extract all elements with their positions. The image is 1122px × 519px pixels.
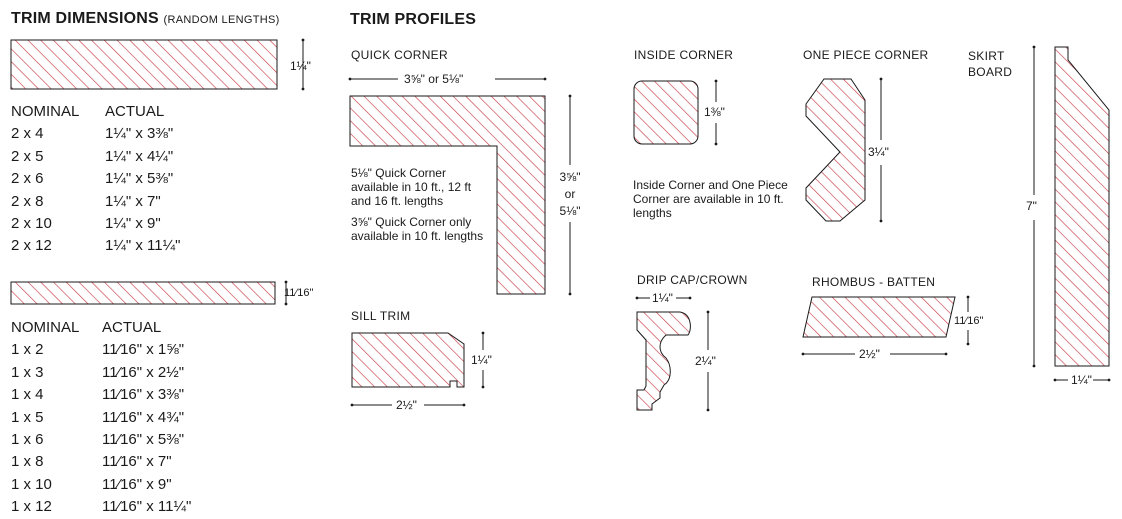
skirt-board-label-line1: SKIRT [968,49,1005,63]
inside-corner-size-label: 1⅜" [704,105,725,119]
inside-corner-label: INSIDE CORNER [634,48,734,62]
quick-corner-note-3-5-8: 3⅝" Quick Corner only available in 10 ft… [351,215,484,243]
inside-corner-note: Inside Corner and One Piece Corner are a… [633,178,788,220]
actual-cell: 11⁄16" x 9" [102,475,172,493]
table-row: 2 x 5 1¼" x 4¼" [11,146,271,168]
one-piece-corner-profile [805,78,866,222]
skirt-board-label-line2: BOARD [968,65,1013,79]
nominal-cell: 2 x 6 [11,170,44,188]
table-2x: NOMINAL ACTUAL 2 x 4 1¼" x 3⅜" 2 x 5 1¼" x… [11,101,271,258]
trim-profiles-title: TRIM PROFILES [350,11,477,28]
actual-cell: 11⁄16" x 3⅜" [102,386,185,404]
actual-cell: 1¼" x 3⅜" [105,125,174,143]
quick-corner-width-label: 3⅝" or 5⅛" [404,72,464,86]
header-nominal: NOMINAL [11,319,80,336]
nominal-cell: 1 x 4 [11,386,44,404]
quick-corner-note-5-1-8: 5⅛" Quick Corner available in 10 ft., 12… [351,166,472,208]
nominal-cell: 1 x 8 [11,453,44,471]
rhombus-height-label: 11⁄16" [954,315,984,327]
skirt-board-profile [1054,46,1110,367]
board-1x-thickness-label: 11⁄16" [284,287,314,299]
drip-cap-height-label: 2¼" [695,354,716,368]
quick-corner-height-line2: or [564,187,576,201]
table-row: 2 x 4 1¼" x 3⅜" [11,123,271,145]
board-2x-profile [10,39,278,90]
table-row: 1 x 3 11⁄16" x 2½" [11,362,271,384]
sill-trim-label: SILL TRIM [351,309,411,323]
actual-cell: 11⁄16" x 7" [102,453,172,471]
nominal-cell: 1 x 12 [11,498,52,516]
sill-trim-height-label: 1¼" [471,353,492,367]
actual-cell: 11⁄16" x 5⅜" [102,430,185,448]
sill-trim-profile [351,332,465,388]
trim-dimensions-title: TRIM DIMENSIONS [11,10,159,27]
table-1x: NOMINAL ACTUAL 1 x 2 11⁄16" x 1⅝" 1 x 3 11… [11,317,271,519]
table-row: 1 x 12 11⁄16" x 11¼" [11,496,271,518]
table-row: 1 x 5 11⁄16" x 4¾" [11,407,271,429]
table-row: 1 x 4 11⁄16" x 3⅜" [11,384,271,406]
drip-cap-width-label: 1¼" [652,291,673,305]
table-row: 2 x 6 1¼" x 5⅜" [11,168,271,190]
skirt-board-height-label: 7" [1026,199,1037,213]
quick-corner-height-line1: 3⅝" [559,170,581,184]
board-1x-profile [10,281,276,305]
actual-cell: 11⁄16" x 1⅝" [102,341,185,359]
one-piece-corner-label: ONE PIECE CORNER [803,48,929,62]
trim-dimensions-subtitle: (RANDOM LENGTHS) [163,14,280,26]
table-row: 1 x 6 11⁄16" x 5⅜" [11,429,271,451]
table-row: 1 x 8 11⁄16" x 7" [11,451,271,473]
actual-cell: 11⁄16" x 11¼" [102,498,192,516]
actual-cell: 1¼" x 9" [105,214,161,232]
actual-cell: 1¼" x 11¼" [105,237,181,255]
actual-cell: 11⁄16" x 2½" [102,363,185,381]
rhombus-batten-label: RHOMBUS - BATTEN [812,275,936,289]
nominal-cell: 1 x 5 [11,408,44,426]
header-actual: ACTUAL [105,103,165,120]
trim-dimensions-heading: TRIM DIMENSIONS (RANDOM LENGTHS) [11,10,280,28]
table-row: 1 x 10 11⁄16" x 9" [11,474,271,496]
board-2x-thickness-label: 1¼" [290,59,311,73]
drip-cap-label: DRIP CAP/CROWN [637,273,748,287]
quick-corner-profile [349,95,546,295]
inside-corner-profile [633,80,699,145]
actual-cell: 11⁄16" x 4¾" [102,408,185,426]
nominal-cell: 2 x 10 [11,214,52,232]
actual-cell: 1¼" x 4¼" [105,147,174,165]
actual-cell: 1¼" x 5⅜" [105,170,174,188]
skirt-board-label: SKIRT BOARD [968,48,1012,80]
quick-corner-height-line3: 5⅛" [559,204,581,218]
quick-corner-label: QUICK CORNER [351,48,448,62]
skirt-board-width-label: 1¼" [1071,373,1092,387]
table-header: NOMINAL ACTUAL [11,317,271,339]
nominal-cell: 2 x 4 [11,125,44,143]
nominal-cell: 1 x 10 [11,475,52,493]
rhombus-width-label: 2½" [859,347,880,361]
header-nominal: NOMINAL [11,103,80,120]
nominal-cell: 1 x 6 [11,430,44,448]
actual-cell: 1¼" x 7" [105,192,161,210]
nominal-cell: 1 x 2 [11,341,44,359]
table-row: 2 x 10 1¼" x 9" [11,213,271,235]
table-row: 1 x 2 11⁄16" x 1⅝" [11,339,271,361]
nominal-cell: 2 x 8 [11,192,44,210]
sill-trim-width-label: 2½" [396,398,417,412]
nominal-cell: 2 x 12 [11,237,52,255]
nominal-cell: 1 x 3 [11,363,44,381]
drip-cap-profile [636,311,691,411]
one-piece-corner-size-label: 3¼" [868,145,889,159]
nominal-cell: 2 x 5 [11,147,44,165]
header-actual: ACTUAL [102,319,162,336]
table-row: 2 x 8 1¼" x 7" [11,191,271,213]
quick-corner-height-label: 3⅝" or 5⅛" [552,169,588,220]
table-row: 2 x 12 1¼" x 11¼" [11,235,271,257]
table-header: NOMINAL ACTUAL [11,101,271,123]
rhombus-batten-profile [802,296,956,338]
